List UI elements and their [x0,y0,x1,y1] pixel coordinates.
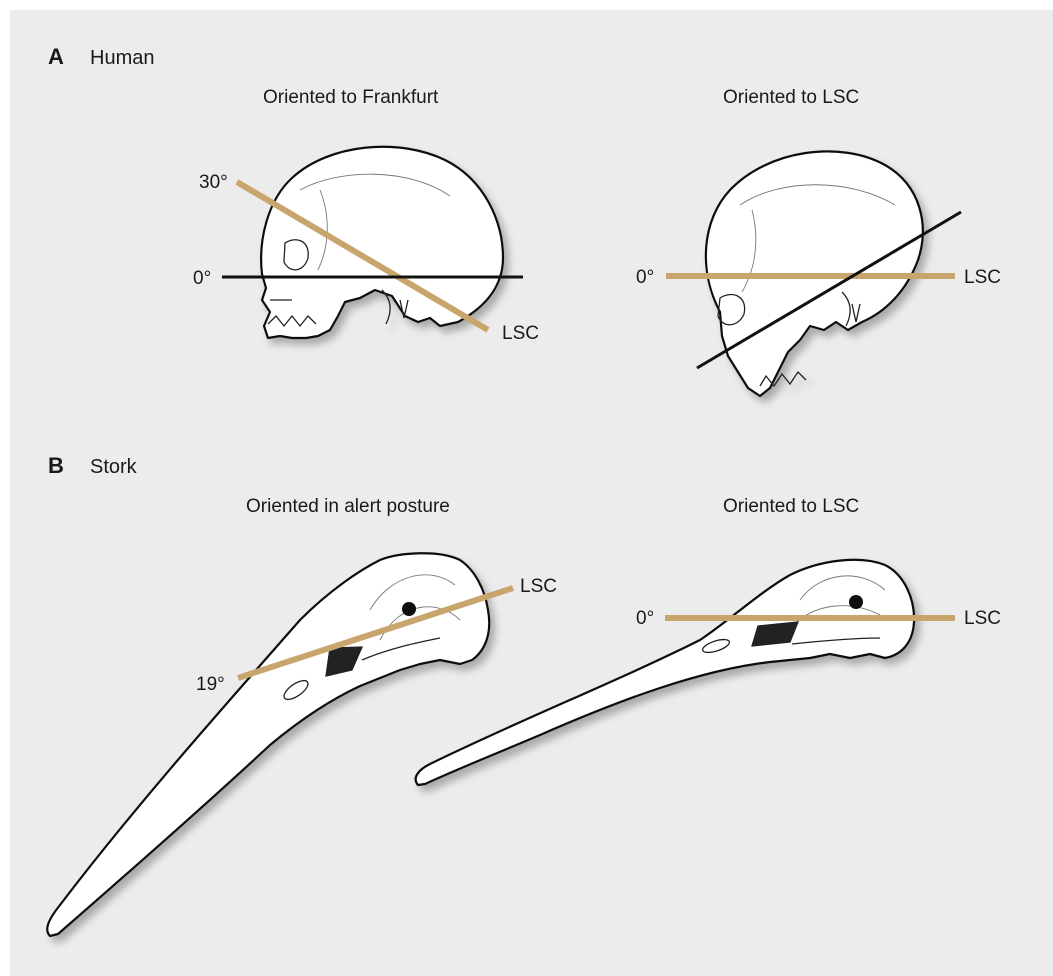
human-left-title: Oriented to Frankfurt [263,87,439,108]
human-left-angle-30: 30° [199,172,228,193]
stork-skull-alert [47,553,489,936]
stork-left-angle-19: 19° [196,674,225,695]
section-b-name: Stork [90,456,138,478]
human-right-lsc-label: LSC [964,267,1001,288]
stork-left-lsc-label: LSC [520,576,557,597]
stork-right-title: Oriented to LSC [723,496,859,517]
human-left-angle-0: 0° [193,268,211,289]
stork-left-title: Oriented in alert posture [246,496,450,517]
section-a-letter: A [48,44,64,69]
section-b-letter: B [48,453,64,478]
human-skull-frankfurt [261,147,503,338]
stork-right-angle-0: 0° [636,608,654,629]
section-a-name: Human [90,47,154,69]
human-right-angle-0: 0° [636,267,654,288]
human-left-lsc-label: LSC [502,323,539,344]
stork-right-lsc-label: LSC [964,608,1001,629]
human-right-title: Oriented to LSC [723,87,859,108]
